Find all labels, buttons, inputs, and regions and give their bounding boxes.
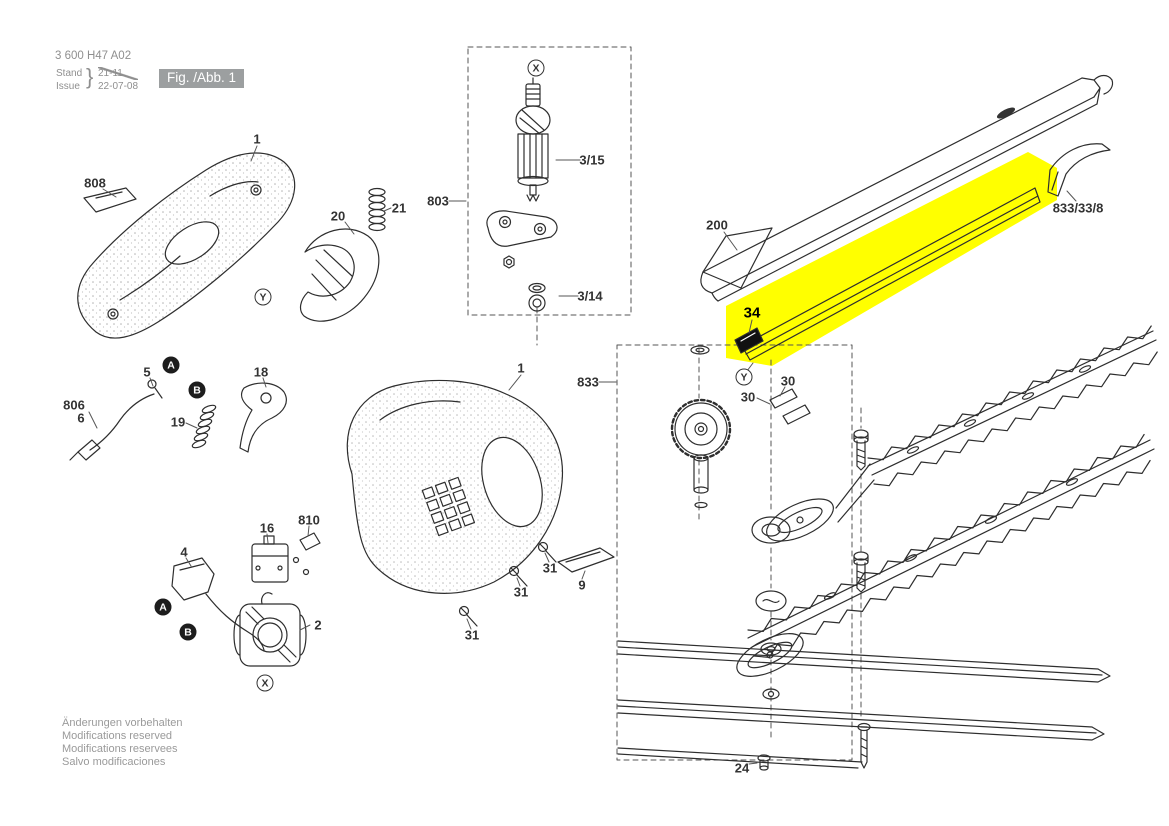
part-label-833[interactable]: 833 (577, 374, 599, 390)
part-9-drawing (557, 547, 615, 573)
guard-200-drawing (700, 74, 1114, 302)
part-label-19[interactable]: 19 (170, 414, 186, 430)
part-19-spring-drawing (191, 404, 217, 449)
bearing-plate-drawing (486, 210, 558, 312)
part-808-drawing (83, 187, 137, 213)
armature-drawing (515, 77, 551, 202)
callout-x: X (527, 59, 545, 77)
lower-housing-drawing (346, 379, 564, 594)
blade-lower-drawing (736, 433, 1155, 677)
logo-mark (996, 107, 1016, 119)
part-label-3-15[interactable]: 3/15 (579, 152, 605, 168)
screws-31-drawing (458, 541, 557, 627)
support-bars-drawing (617, 640, 1111, 769)
part-label-810[interactable]: 810 (298, 512, 320, 528)
part-label-833-33-8[interactable]: 833/33/8 (1052, 200, 1104, 216)
part-label-18[interactable]: 18 (253, 364, 269, 380)
revision-date: 22-07-08 (98, 81, 139, 92)
revision-labels: Stand Issue (56, 67, 82, 93)
stand-label: Stand (56, 68, 83, 79)
part-label-30[interactable]: 30 (740, 389, 756, 405)
part-label-200[interactable]: 200 (706, 217, 728, 233)
part-16-switch-drawing (251, 532, 321, 583)
part-label-21[interactable]: 21 (391, 200, 407, 216)
part-833-33-8-drawing (1047, 143, 1111, 197)
part-20-drawing (299, 228, 380, 322)
part-label-34[interactable]: 34 (743, 304, 761, 322)
part-label-31[interactable]: 31 (464, 627, 480, 643)
part-label-1[interactable]: 1 (517, 360, 525, 376)
callout-a: A (154, 598, 172, 616)
callout-b: B (188, 381, 206, 399)
part-label-16[interactable]: 16 (259, 520, 275, 536)
part-2-stator-drawing (233, 592, 307, 667)
part-label-808[interactable]: 808 (84, 175, 106, 191)
highlighted-part-region[interactable] (726, 152, 1057, 366)
leader-lines (88, 145, 1077, 765)
figure-badge: Fig. /Abb. 1 (159, 69, 245, 88)
part-21-spring-drawing (368, 187, 386, 232)
footer-line-de: Änderungen vorbehalten (62, 717, 183, 729)
revision-dates: 21-11 22-07-08 (98, 67, 139, 93)
footer-notes: Änderungen vorbehalten Modifications res… (62, 717, 182, 769)
part-label-5[interactable]: 5 (143, 364, 151, 380)
part-label-31[interactable]: 31 (513, 584, 529, 600)
footer-line-en: Modifications reserved (62, 730, 173, 742)
washer-stack-drawing (751, 516, 791, 771)
callout-y: Y (735, 368, 753, 386)
callout-y: Y (254, 288, 272, 306)
part-4-connector-drawing (171, 557, 265, 651)
part-label-20[interactable]: 20 (330, 208, 346, 224)
callout-x: X (256, 674, 274, 692)
part-label-3-14[interactable]: 3/14 (577, 288, 603, 304)
dashed-group-boxes (467, 46, 862, 761)
callout-a: A (162, 356, 180, 374)
brace-glyph: } (86, 64, 94, 89)
gear-drawing (670, 345, 732, 509)
upper-housing-drawing (77, 152, 296, 339)
part-label-803[interactable]: 803 (427, 193, 449, 209)
old-revision-date: 21-11 (98, 67, 139, 80)
part-label-2[interactable]: 2 (314, 617, 322, 633)
footer-line-es: Salvo modificaciones (62, 756, 166, 768)
part-label-6[interactable]: 6 (77, 410, 85, 426)
part-label-806[interactable]: 806 (63, 397, 85, 413)
part-5-screw-drawing (147, 379, 163, 399)
document-code: 3 600 H47 A02 (55, 50, 132, 62)
part-label-4[interactable]: 4 (180, 544, 188, 560)
part-label-1[interactable]: 1 (253, 131, 261, 147)
part-18-drawing (239, 382, 287, 453)
callout-b: B (179, 623, 197, 641)
part-label-24[interactable]: 24 (734, 760, 750, 776)
part-label-31[interactable]: 31 (542, 560, 558, 576)
part-label-30[interactable]: 30 (780, 373, 796, 389)
part-30-pins-drawing (769, 388, 811, 425)
issue-label: Issue (56, 81, 80, 92)
highlight-band[interactable] (726, 152, 1057, 366)
part-label-9[interactable]: 9 (578, 577, 586, 593)
blade-upper-drawing (766, 325, 1158, 542)
cable-806-drawing (69, 393, 155, 461)
footer-line-fr: Modifications reservees (62, 743, 178, 755)
